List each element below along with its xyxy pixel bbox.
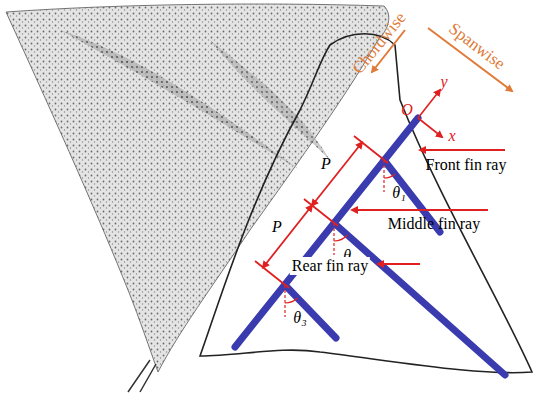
axis-label: x (448, 128, 455, 144)
angle-label: θ₁ (392, 185, 405, 201)
origin-label: O (401, 102, 413, 118)
part-name: Rear fin ray (290, 257, 370, 275)
axis-label: y (440, 74, 447, 90)
dimension-label: P (321, 156, 331, 172)
part-name: Front fin ray (426, 157, 507, 173)
part-name: Middle fin ray (388, 216, 480, 232)
angle-label: θ₃ (293, 310, 306, 326)
dimension-label: P (272, 219, 282, 235)
